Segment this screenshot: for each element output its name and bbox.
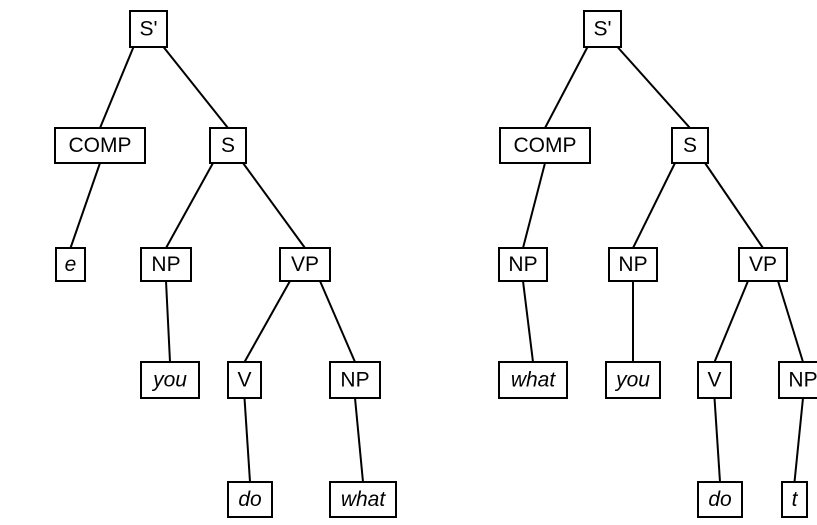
node-label: COMP [69, 134, 132, 157]
node-label: S [221, 134, 235, 157]
surface-structure-tree-edges [522, 46, 804, 483]
node-box [780, 480, 809, 519]
node-box [54, 246, 87, 283]
tree-edge [165, 162, 214, 249]
tree-edge [777, 280, 804, 363]
node-box [497, 246, 549, 283]
tree-edge [243, 397, 251, 483]
node-label: V [707, 369, 721, 392]
tree-node-vp: VP [737, 246, 789, 283]
tree-node-np: NP [777, 360, 817, 400]
edges-layer [69, 46, 804, 483]
node-label: V [237, 369, 251, 392]
node-box [498, 126, 592, 165]
surface-structure-tree-nodes: S' COMP S NP NP VP what you V NP do t [497, 9, 817, 519]
node-box [777, 360, 817, 400]
node-label: NP [788, 369, 817, 392]
node-box [226, 480, 274, 519]
tree-edge [69, 162, 101, 249]
node-label: COMP [514, 134, 577, 157]
node-label: do [238, 488, 262, 511]
node-label: VP [749, 253, 777, 276]
node-box [497, 360, 569, 400]
node-label: what [511, 369, 557, 392]
node-label: you [614, 369, 650, 392]
tree-edge [616, 46, 691, 129]
node-box [139, 360, 201, 400]
tree-edge [704, 162, 764, 249]
tree-edge [354, 397, 364, 483]
node-label: VP [291, 253, 319, 276]
node-box [607, 246, 659, 283]
tree-node-np: NP [328, 360, 382, 400]
tree-node-do: do [226, 480, 274, 519]
node-box [328, 360, 382, 400]
tree-edge [243, 280, 291, 363]
tree-node-v: V [226, 360, 263, 400]
node-box [226, 360, 263, 400]
tree-node-you: you [604, 360, 662, 400]
tree-edge [319, 280, 356, 363]
tree-node-np: NP [497, 246, 549, 283]
tree-edge [522, 162, 546, 249]
tree-node-e: e [54, 246, 87, 283]
node-box [278, 246, 332, 283]
tree-node-t: t [780, 480, 809, 519]
tree-node-you: you [139, 360, 201, 400]
tree-edge [713, 397, 721, 483]
node-box [128, 9, 169, 49]
tree-node-np: NP [607, 246, 659, 283]
tree-node-vp: VP [278, 246, 332, 283]
tree-edge [162, 46, 229, 129]
tree-edge [165, 280, 171, 363]
node-box [670, 126, 710, 165]
node-box [604, 360, 662, 400]
node-label: t [792, 488, 799, 511]
node-box [696, 480, 744, 519]
node-box [53, 126, 147, 165]
node-box [139, 246, 193, 283]
node-label: e [65, 253, 77, 276]
tree-edge [713, 280, 749, 363]
tree-node-v: V [696, 360, 733, 400]
node-label: do [708, 488, 732, 511]
node-label: NP [508, 253, 537, 276]
node-box [696, 360, 733, 400]
node-label: S' [593, 18, 611, 41]
tree-edge [632, 162, 676, 249]
tree-node-comp: COMP [498, 126, 592, 165]
node-box [328, 480, 398, 519]
tree-node-np: NP [139, 246, 193, 283]
node-box [737, 246, 789, 283]
tree-node-comp: COMP [53, 126, 147, 165]
tree-edge [522, 280, 534, 363]
tree-node-s: S [208, 126, 248, 165]
tree-node-what: what [328, 480, 398, 519]
node-box [582, 9, 623, 49]
tree-node-sbar: S' [582, 9, 623, 49]
tree-edge [99, 46, 135, 129]
node-label: S' [139, 18, 157, 41]
node-label: NP [340, 369, 369, 392]
deep-structure-tree-edges [69, 46, 364, 483]
node-label: S [683, 134, 697, 157]
tree-node-what: what [497, 360, 569, 400]
node-label: NP [151, 253, 180, 276]
node-label: NP [618, 253, 647, 276]
node-label: you [151, 369, 187, 392]
node-box [208, 126, 248, 165]
tree-edge [544, 46, 589, 129]
tree-edge [242, 162, 306, 249]
tree-node-do: do [696, 480, 744, 519]
node-label: what [341, 488, 387, 511]
tree-edge [793, 397, 804, 483]
tree-node-sbar: S' [128, 9, 169, 49]
tree-node-s: S [670, 126, 710, 165]
